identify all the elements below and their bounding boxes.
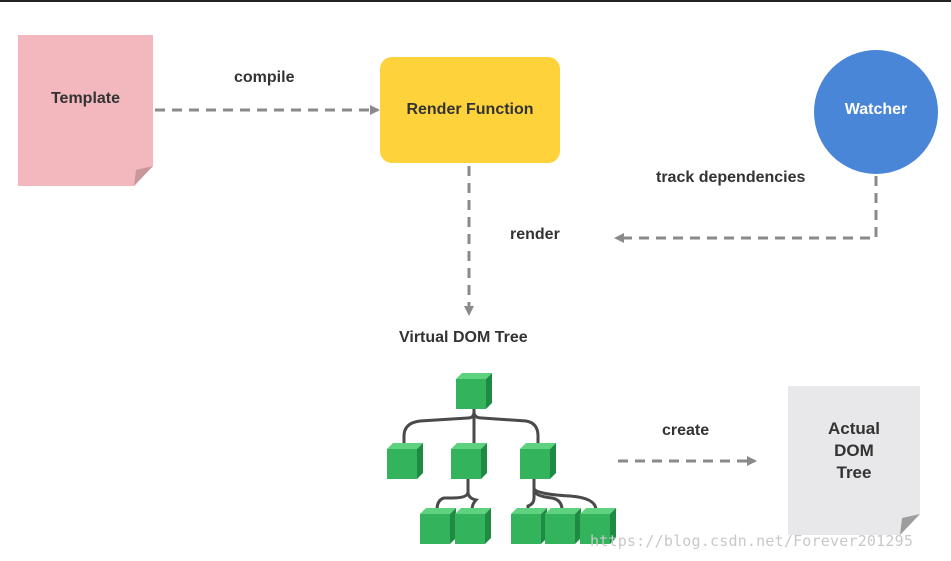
track-dependencies-label: track dependencies: [656, 169, 806, 186]
create-label: create: [662, 422, 710, 439]
vdom-node-middle: [451, 443, 487, 479]
watcher-node: [814, 50, 938, 174]
vdom-leaf-4: [545, 508, 581, 544]
actual-dom-label-line2: DOM: [834, 441, 874, 460]
vdom-tree-cubes: [387, 373, 616, 544]
track-dependencies-arrow: [614, 176, 878, 243]
virtual-dom-tree-label: Virtual DOM Tree: [399, 329, 528, 346]
vdom-leaf-3: [511, 508, 547, 544]
template-label: Template: [50, 90, 121, 107]
actual-dom-label-line3: Tree: [836, 463, 872, 482]
watermark-text: https://blog.csdn.net/Forever201295: [590, 532, 914, 550]
render-function-label: Render Function: [406, 101, 534, 118]
vdom-leaf-2: [455, 508, 491, 544]
template-node: [18, 35, 153, 186]
watcher-label: Watcher: [844, 101, 908, 118]
actual-dom-label-line1: Actual: [828, 419, 880, 438]
top-border: [0, 0, 951, 2]
vdom-node-right: [520, 443, 556, 479]
render-label: render: [510, 226, 560, 243]
vdom-tree-links: [402, 401, 598, 512]
render-function-node: [380, 57, 560, 163]
vdom-leaf-5: [580, 508, 616, 544]
actual-dom-node: [788, 386, 920, 535]
vdom-node-left: [387, 443, 423, 479]
vdom-leaf-1: [420, 508, 456, 544]
vdom-node-root: [456, 373, 492, 409]
compile-label: compile: [234, 69, 295, 86]
